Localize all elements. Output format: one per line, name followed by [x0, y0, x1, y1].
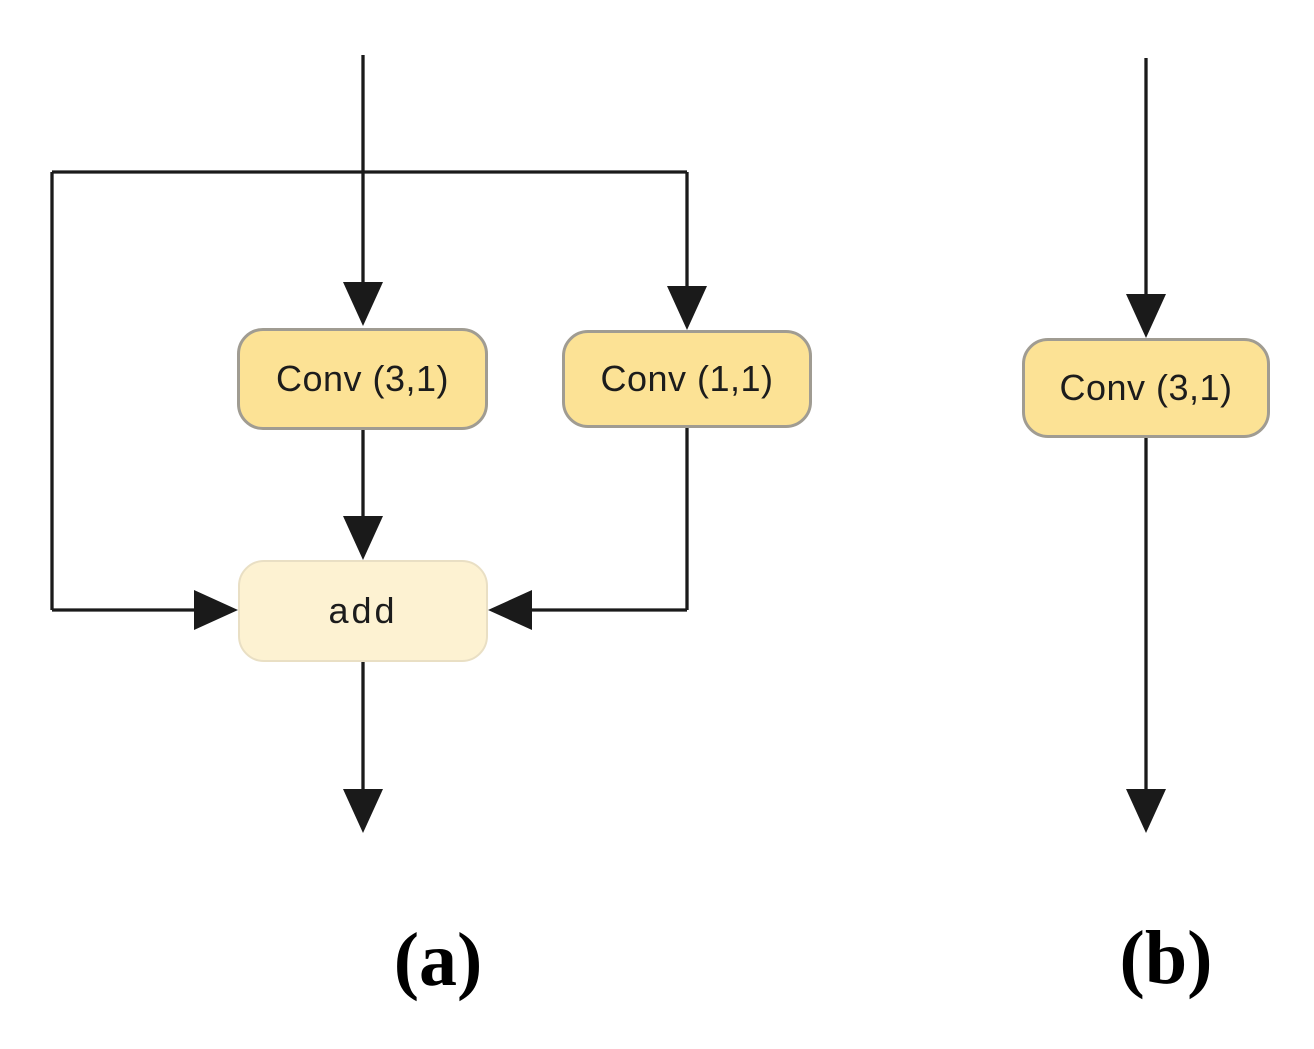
arrowhead-input-conv11-a	[667, 286, 707, 330]
conv-3x1-node-a: Conv (3,1)	[237, 328, 488, 430]
conv-3x1-node-b: Conv (3,1)	[1022, 338, 1270, 438]
arrowhead-output-b	[1126, 789, 1166, 833]
arrowhead-skip-add-a	[194, 590, 238, 630]
panel-b-caption: (b)	[1119, 916, 1213, 1000]
conv-1x1-node-a: Conv (1,1)	[562, 330, 812, 428]
arrowhead-output-a	[343, 789, 383, 833]
arrowhead-conv31-add-a	[343, 516, 383, 560]
panel-a-caption: (a)	[393, 918, 483, 1002]
arrowhead-conv11-add-a	[488, 590, 532, 630]
arrowhead-input-conv31-a	[343, 282, 383, 326]
add-node-a: add	[238, 560, 488, 662]
arrowhead-input-conv31-b	[1126, 294, 1166, 338]
